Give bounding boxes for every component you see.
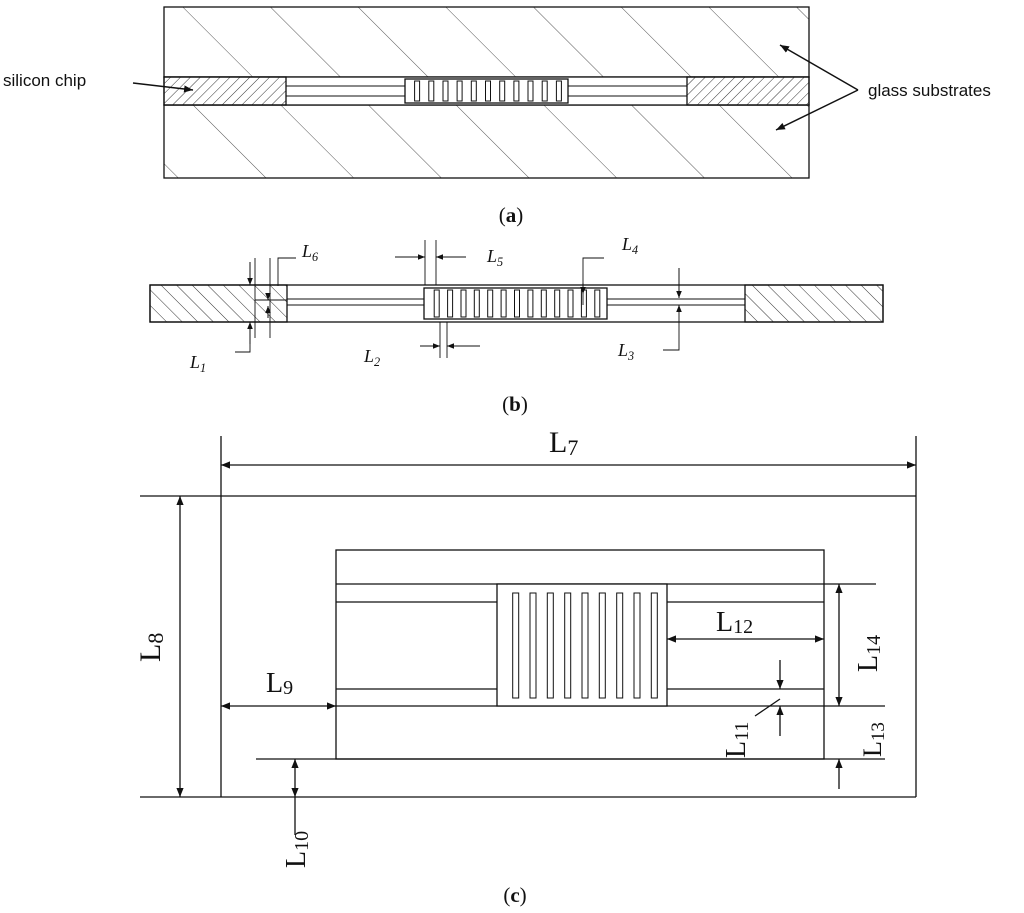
silicon-right-b: [744, 284, 884, 323]
comb-finger: [470, 80, 477, 102]
comb-finger: [594, 289, 601, 318]
bottom-glass-substrate: [163, 104, 810, 179]
caption-c: (c): [503, 883, 526, 907]
comb-finger: [428, 80, 435, 102]
comb-finger: [500, 289, 507, 318]
svg-text:L5: L5: [486, 246, 503, 269]
comb-finger: [456, 80, 463, 102]
comb-finger: [433, 289, 440, 318]
comb-finger: [567, 289, 574, 318]
glass-arrow-bottom: [775, 89, 859, 131]
comb-finger: [540, 289, 547, 318]
dim-L11-label: L11: [721, 722, 753, 758]
silicon-chip-left: [163, 76, 287, 106]
comb-finger: [513, 80, 520, 102]
comb-finger: [512, 592, 520, 699]
comb-finger: [541, 80, 548, 102]
top-glass-substrate: [163, 6, 810, 78]
svg-text:L2: L2: [363, 346, 380, 369]
comb-finger: [414, 80, 421, 102]
panel-b: L6 L1 L5 L2 L4 L3 (b): [149, 234, 884, 416]
comb-finger: [546, 592, 554, 699]
dim-L8-label: L8: [134, 633, 168, 662]
svg-text:L6: L6: [301, 241, 319, 264]
svg-text:L3: L3: [617, 340, 634, 363]
caption-b: (b): [502, 392, 528, 416]
comb-finger: [514, 289, 520, 318]
dim-L10-label: L10: [281, 831, 313, 868]
comb-finger: [564, 592, 572, 699]
comb-finger: [442, 80, 449, 102]
comb-finger: [447, 289, 454, 318]
comb-finger: [473, 289, 480, 318]
comb-finger: [527, 80, 534, 102]
comb-finger: [581, 592, 589, 699]
comb-finger: [633, 592, 641, 699]
dim-L12-label: L12: [716, 607, 753, 638]
svg-text:L1: L1: [189, 352, 206, 375]
panel-c: L7 L8 L9 L10 L12 L11 L14 L13 (c): [134, 426, 917, 907]
comb-finger: [460, 289, 467, 318]
silicon-chip-label: silicon chip: [3, 71, 86, 90]
dim-L13-label: L13: [858, 722, 889, 757]
svg-text:L4: L4: [621, 234, 638, 257]
comb-finger: [555, 80, 562, 102]
comb-finger: [616, 592, 624, 699]
dim-L9-label: L9: [266, 668, 293, 699]
glass-substrates-label: glass substrates: [868, 81, 991, 100]
comb-finger: [499, 80, 506, 102]
caption-a: (a): [499, 203, 524, 227]
comb-finger: [580, 289, 587, 318]
comb-finger: [529, 592, 537, 699]
dim-L7-label: L7: [549, 426, 578, 460]
glass-arrow-top: [779, 44, 859, 91]
panel-a: silicon chip glass substrates (a): [3, 6, 991, 227]
comb-finger: [487, 289, 494, 318]
comb-finger: [554, 289, 561, 318]
silicon-chip-right: [686, 76, 810, 106]
dim-L14-label: L14: [853, 635, 885, 672]
comb-finger: [650, 592, 658, 699]
silicon-chip-arrow: [132, 82, 194, 93]
silicon-left-b: [149, 284, 288, 323]
comb-finger: [527, 289, 534, 318]
comb-finger: [598, 592, 606, 699]
comb-finger: [485, 80, 491, 102]
